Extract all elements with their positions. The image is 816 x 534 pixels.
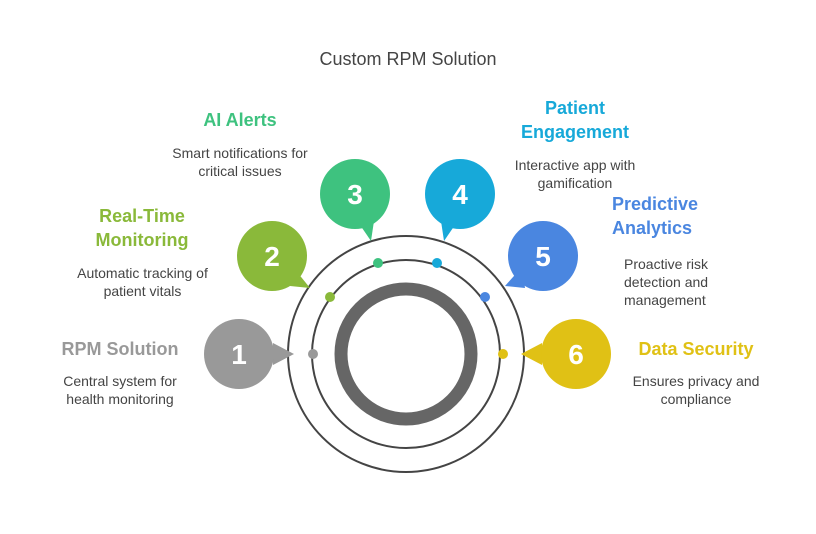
item-1-description: Central system for health monitoring xyxy=(63,373,177,407)
item-6-description: Ensures privacy and compliance xyxy=(632,373,760,407)
bubble-6: 6 xyxy=(521,319,611,389)
dot-3 xyxy=(373,258,383,268)
item-2-heading: Real-Time Monitoring xyxy=(95,206,189,250)
core-ring xyxy=(334,282,478,426)
bubble-4-number: 4 xyxy=(452,179,468,210)
dot-5 xyxy=(480,292,490,302)
outer-ring xyxy=(287,235,525,473)
dot-6 xyxy=(498,349,508,359)
bubble-3-number: 3 xyxy=(347,179,363,210)
bubble-2: 2 xyxy=(237,221,310,291)
diagram-title: Custom RPM Solution xyxy=(319,49,497,69)
item-2-description: Automatic tracking of patient vitals xyxy=(77,265,208,299)
bubble-5-number: 5 xyxy=(535,241,551,272)
bubble-4: 4 xyxy=(425,159,495,241)
bubble-1-number: 1 xyxy=(231,339,247,370)
item-5-heading: Predictive Analytics xyxy=(612,194,699,238)
item-3-description: Smart notifications for critical issues xyxy=(172,145,308,179)
bubble-1: 1 xyxy=(204,319,294,389)
bubble-6-number: 6 xyxy=(568,339,584,370)
bubble-3: 3 xyxy=(320,159,390,241)
item-4-heading: Patient Engagement xyxy=(520,98,630,142)
item-5-description: Proactive risk detection and management xyxy=(624,256,709,308)
dot-1 xyxy=(308,349,318,359)
bubble-2-number: 2 xyxy=(264,241,280,272)
item-3-heading: AI Alerts xyxy=(203,110,277,130)
item-1-heading: RPM Solution xyxy=(61,339,179,359)
item-6-heading: Data Security xyxy=(638,339,754,359)
dot-4 xyxy=(432,258,442,268)
bubble-5: 5 xyxy=(505,221,578,291)
dot-2 xyxy=(325,292,335,302)
item-4-description: Interactive app with gamification xyxy=(514,157,636,191)
